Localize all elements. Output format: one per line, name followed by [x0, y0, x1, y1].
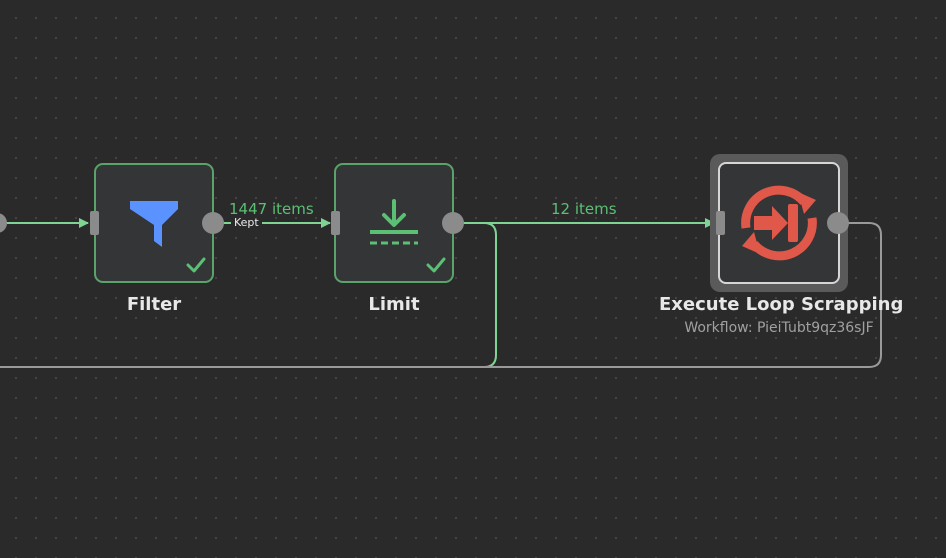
execute-input-handle[interactable]	[716, 211, 725, 235]
limit-input-handle[interactable]	[331, 211, 340, 235]
execute-workflow-icon	[741, 185, 817, 261]
filter-node-title: Filter	[126, 294, 182, 315]
funnel-icon	[130, 201, 178, 247]
filter-output-handle[interactable]	[202, 212, 224, 234]
filter-to-limit-items-label: 1447 items	[229, 200, 314, 218]
success-check-icon	[186, 257, 206, 273]
filter-kept-branch-label: Kept	[231, 216, 262, 229]
limit-node-title: Limit	[368, 294, 420, 315]
limit-node[interactable]	[334, 163, 454, 283]
execute-node-subtitle: Workflow: PieiTubt9qz36sJF	[684, 320, 874, 336]
execute-node-title: Execute Loop Scrapping	[659, 294, 904, 315]
connection-execute-loop-back[interactable]	[0, 222, 882, 368]
execute-workflow-node-body[interactable]	[718, 162, 840, 284]
success-check-icon	[426, 257, 446, 273]
limit-to-execute-items-label: 12 items	[551, 200, 617, 218]
offscreen-output-handle[interactable]	[0, 213, 7, 233]
limit-download-icon	[370, 199, 418, 245]
filter-node[interactable]	[94, 163, 214, 283]
limit-output-handle[interactable]	[442, 212, 464, 234]
execute-output-handle[interactable]	[827, 212, 849, 234]
filter-input-handle[interactable]	[90, 211, 99, 235]
